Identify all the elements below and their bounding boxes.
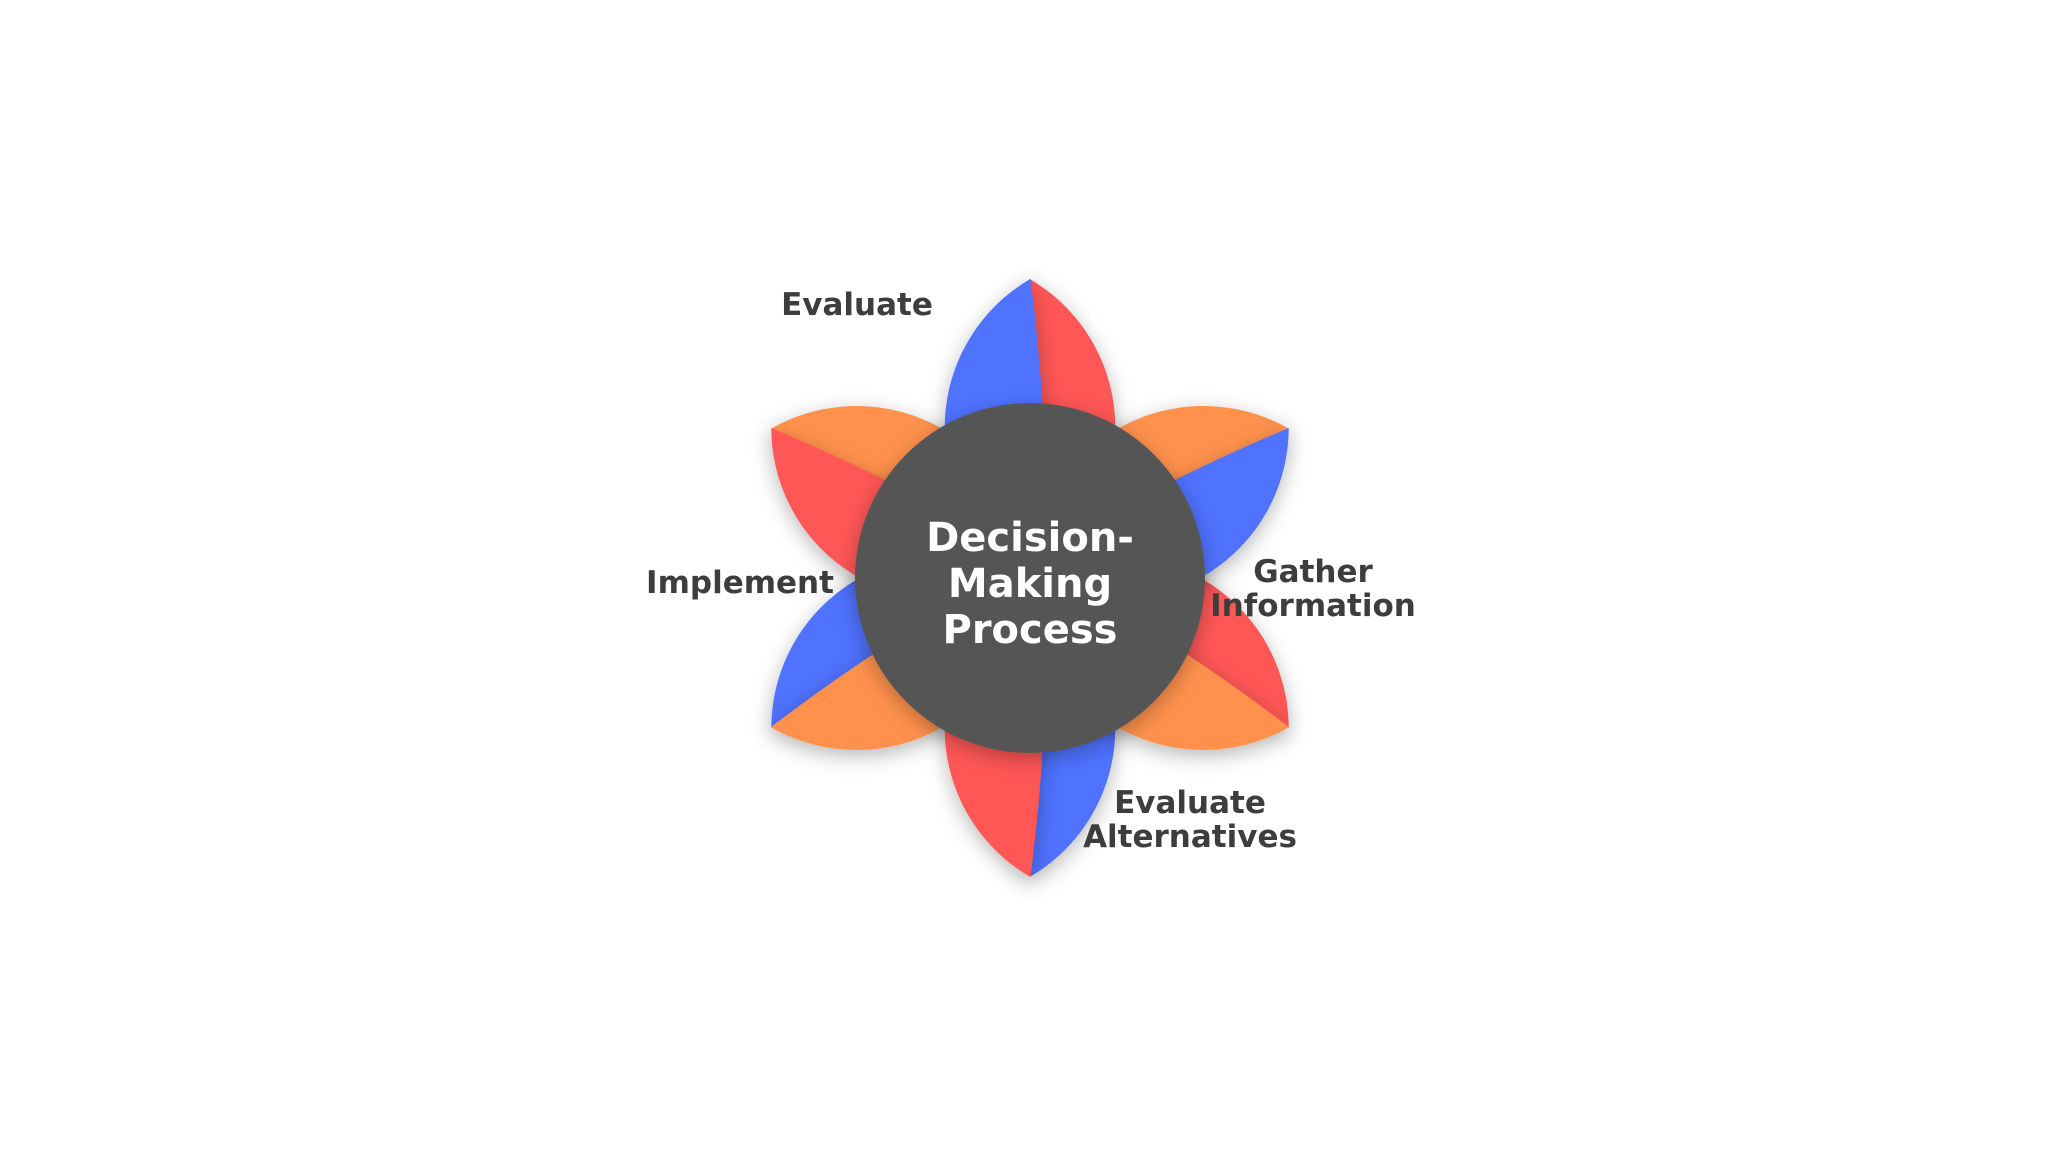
- step-number-06: 06: [817, 165, 898, 233]
- step-number-02: 02: [1415, 536, 1496, 604]
- step-label-gather-information: Gather Information: [1210, 554, 1416, 625]
- step-underline-04: [826, 983, 898, 988]
- step-underline-06: [822, 247, 894, 252]
- step-number-05: 05: [565, 536, 646, 604]
- step-label-identify-the-problem: Identify the Problem: [1087, 295, 1293, 366]
- step-number-03: 03: [1150, 902, 1231, 970]
- center-title: Decision-Making Process: [926, 515, 1134, 653]
- step-underline-02: [1419, 618, 1491, 623]
- step-underline-05: [569, 618, 641, 623]
- step-underline-01: [1154, 247, 1226, 252]
- step-number-01: 01: [1150, 165, 1231, 233]
- step-label-decide: Decide: [801, 787, 921, 823]
- step-number-04: 04: [821, 902, 902, 970]
- step-underline-03: [1154, 983, 1226, 988]
- center-circle: [855, 403, 1205, 753]
- step-label-evaluate: Evaluate: [781, 287, 933, 323]
- step-label-implement: Implement: [646, 565, 834, 601]
- step-label-evaluate-alternatives: Evaluate Alternatives: [1083, 785, 1297, 856]
